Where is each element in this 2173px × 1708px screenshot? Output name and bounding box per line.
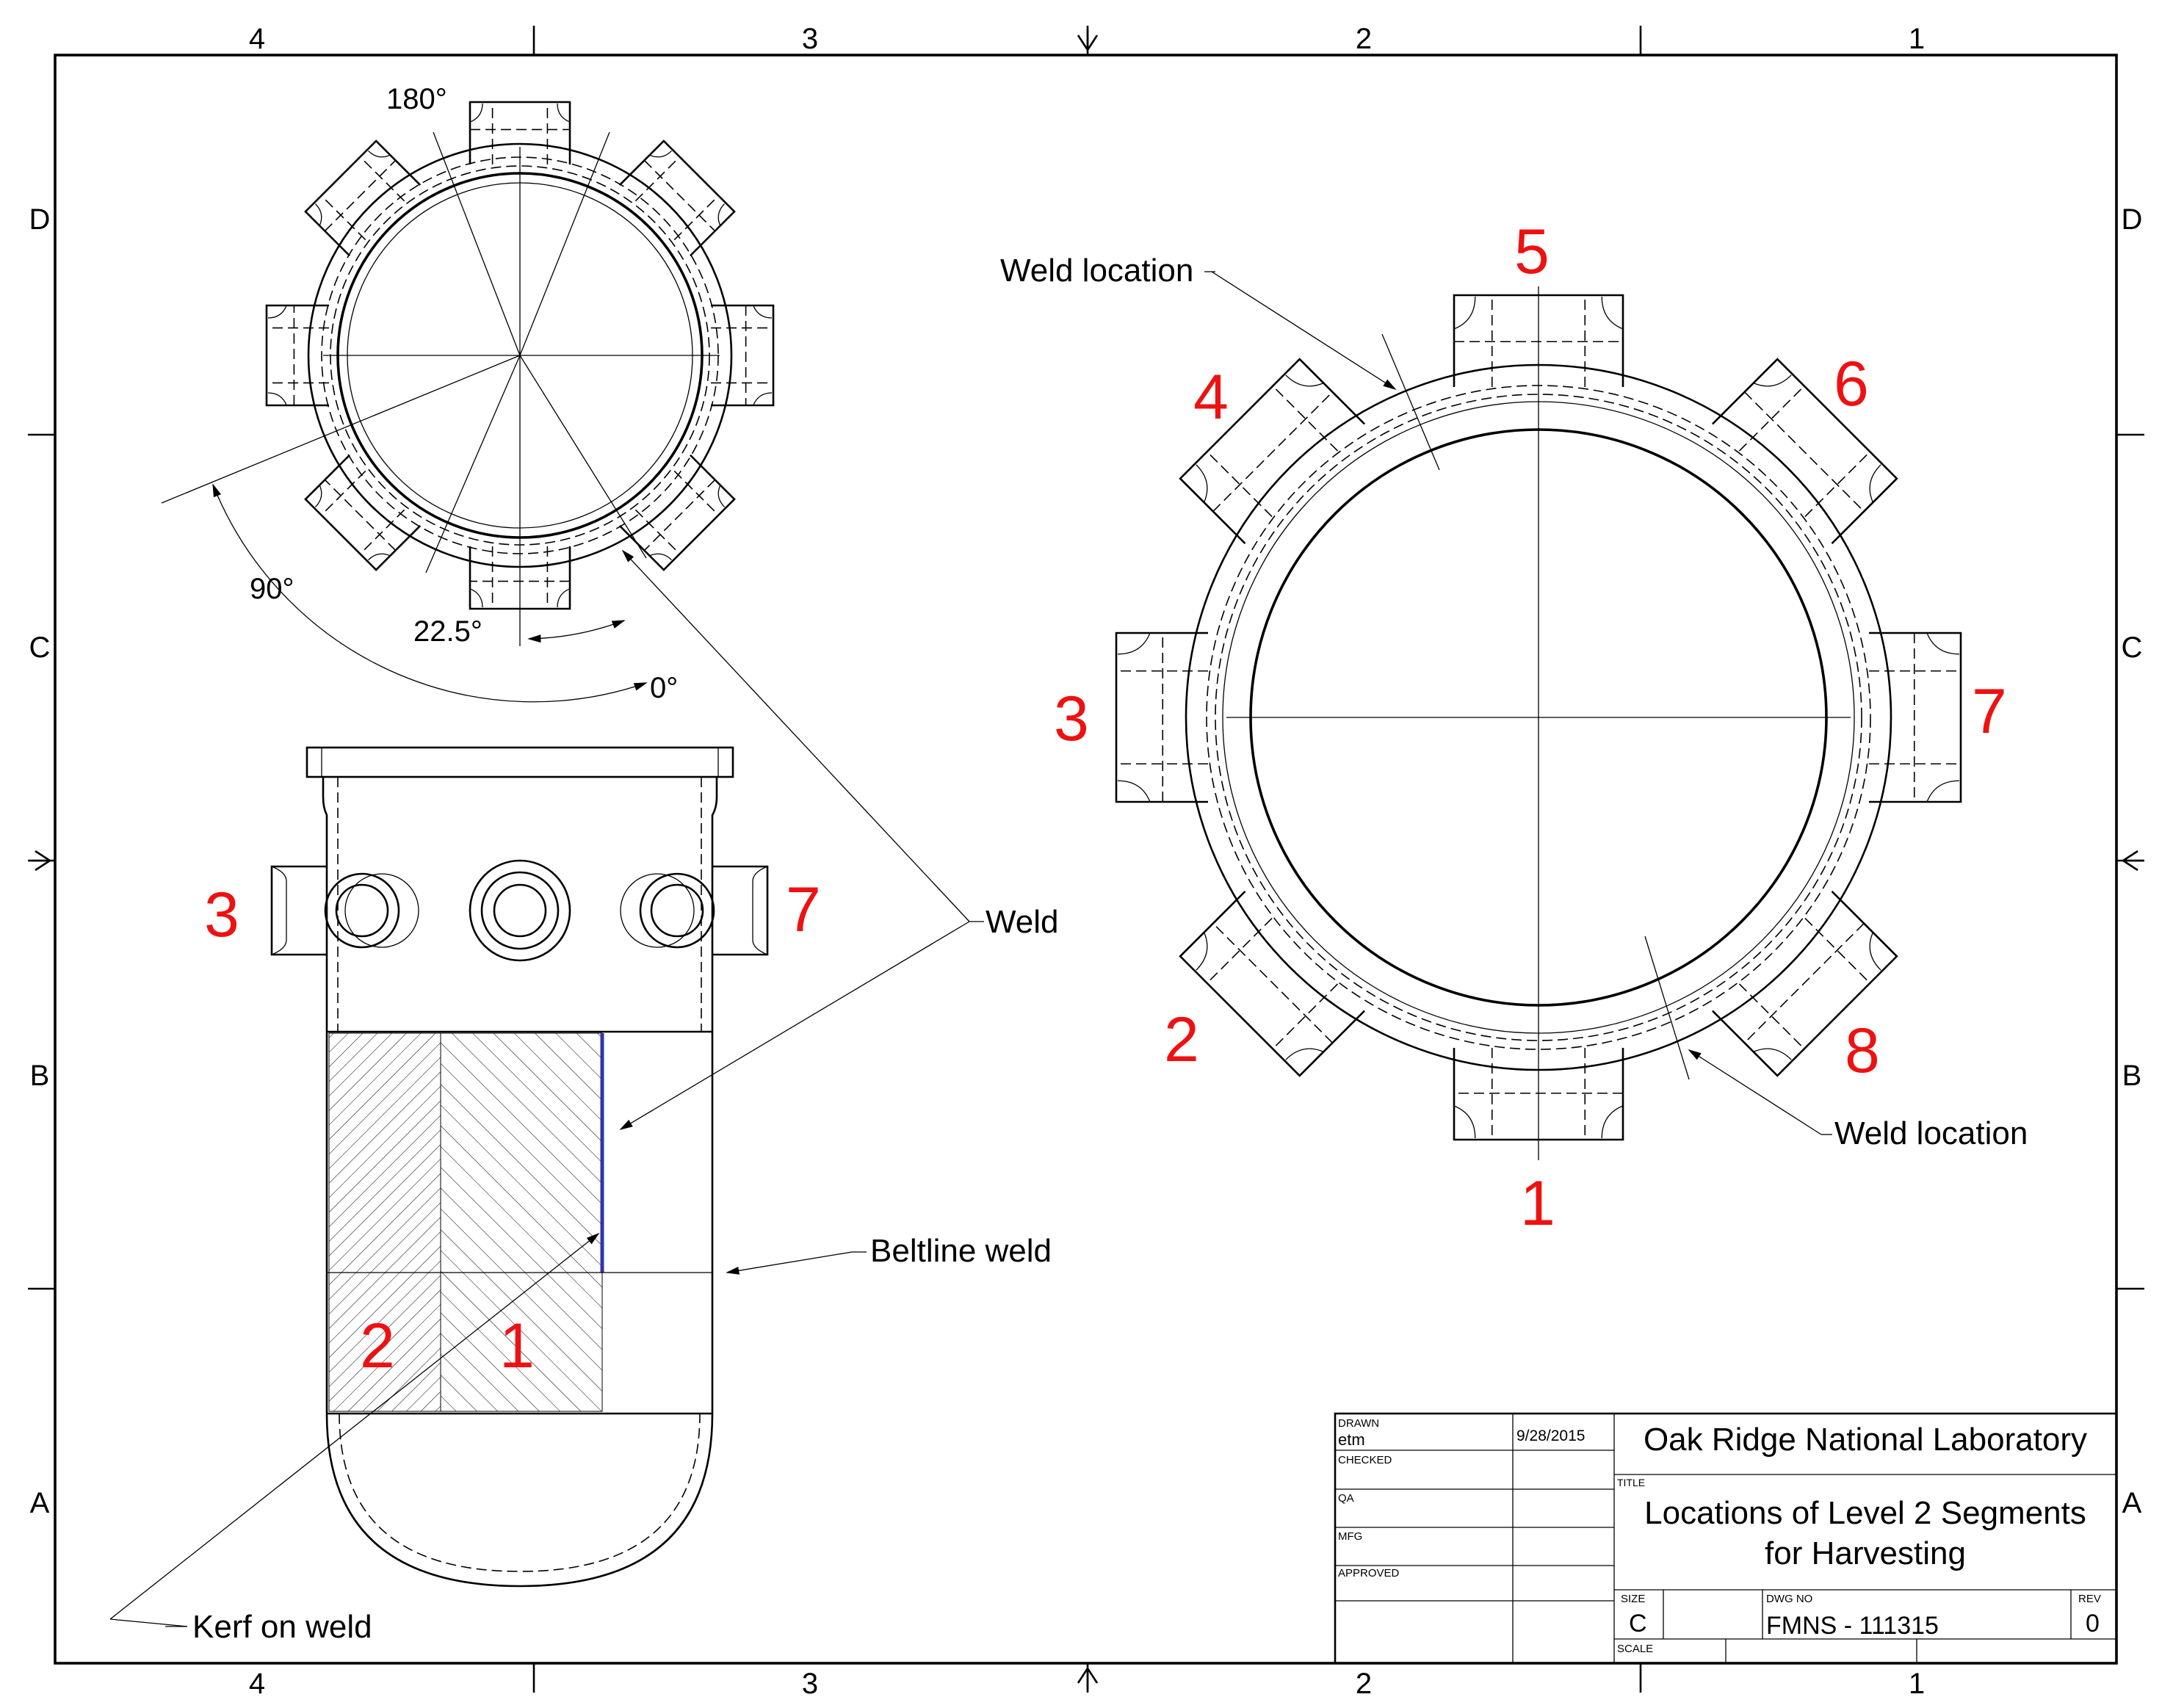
side-nozzle-left	[270, 865, 419, 956]
side-lower-shell	[325, 1032, 714, 1588]
row-left-d: D	[29, 203, 51, 236]
center-arrow-left	[29, 850, 52, 872]
plan-seg-3: 3	[1054, 684, 1089, 754]
large-nozzle	[1711, 890, 1898, 1077]
tb-dwg-no-label: DWG NO	[1766, 1593, 1812, 1605]
row-left-c: C	[29, 632, 51, 664]
tb-size-value: C	[1629, 1610, 1647, 1638]
small-nozzle	[265, 304, 329, 407]
angle-180-label: 180°	[386, 83, 447, 115]
tb-rev-value: 0	[2086, 1610, 2100, 1638]
segment-2-hatch	[328, 1032, 441, 1412]
side-segment-labels: 3 7 2 1	[204, 875, 821, 1381]
zone-bottom-3: 3	[802, 1668, 818, 1700]
side-elevation-view	[270, 746, 769, 1588]
tb-drawn-date: 9/28/2015	[1516, 1427, 1585, 1444]
sheet-border	[28, 26, 2144, 1693]
center-arrow-top	[1077, 29, 1099, 52]
plan-seg-8: 8	[1845, 1016, 1880, 1086]
angle-0-label: 0°	[650, 672, 678, 704]
tb-approved-label: APPROVED	[1338, 1567, 1400, 1579]
zone-top-4: 4	[249, 23, 265, 55]
dim-arc-90	[212, 483, 648, 703]
large-nozzle	[1179, 358, 1366, 545]
side-seg-3: 3	[204, 880, 239, 950]
zone-bottom-2: 2	[1356, 1668, 1372, 1700]
tb-title-line1: Locations of Level 2 Segments	[1644, 1495, 2086, 1531]
tb-dwg-no-value: FMNS - 111315	[1766, 1612, 1939, 1640]
plan-segment-labels: 1 2 3 4 5 6 7 8	[1054, 217, 2007, 1239]
side-seg-7: 7	[786, 875, 821, 945]
zone-top-2: 2	[1356, 23, 1372, 55]
weld-location-mark-bottom	[1644, 936, 1690, 1080]
side-nozzle-right	[620, 865, 769, 956]
zone-top-3: 3	[802, 23, 818, 55]
small-nozzle	[469, 101, 571, 164]
row-right-b: B	[2122, 1060, 2142, 1092]
zone-labels: 4 3 2 1 4 3 2 1 D C B A D C B A	[29, 23, 2143, 1700]
tb-scale-label: SCALE	[1617, 1643, 1653, 1655]
kerf-on-weld-callout: Kerf on weld	[192, 1609, 372, 1645]
row-right-d: D	[2122, 203, 2143, 236]
large-nozzle	[1115, 632, 1208, 803]
zone-top-1: 1	[1909, 23, 1925, 55]
beltline-weld-callout: Beltline weld	[870, 1233, 1052, 1269]
small-nozzle	[618, 454, 736, 571]
small-construction-lines	[161, 131, 720, 646]
tb-checked-label: CHECKED	[1338, 1454, 1392, 1466]
tb-drawn-label: DRAWN	[1338, 1417, 1379, 1430]
large-plan-view	[1115, 286, 1962, 1160]
small-nozzle	[304, 454, 422, 571]
zone-bottom-1: 1	[1909, 1668, 1925, 1700]
tb-drawn-by: etm	[1338, 1430, 1365, 1449]
small-nozzle	[304, 140, 422, 257]
weld-location-bottom-callout: Weld location	[1834, 1115, 2028, 1151]
plan-seg-7: 7	[1972, 676, 2007, 747]
row-right-a: A	[2122, 1487, 2142, 1519]
center-arrow-right	[2121, 850, 2144, 872]
leader-lines	[109, 271, 1832, 1627]
small-nozzle	[618, 140, 736, 257]
row-left-b: B	[30, 1060, 50, 1092]
side-seg-2: 2	[360, 1311, 395, 1381]
callouts: Weld Beltline weld Kerf on weld Weld loc…	[192, 253, 2028, 1645]
weld-location-top-callout: Weld location	[1000, 253, 1193, 289]
plan-seg-4: 4	[1193, 362, 1229, 433]
angle-22-label: 22.5°	[413, 615, 482, 648]
small-nozzle	[711, 304, 775, 407]
small-plan-view: 180° 90° 22.5° 0°	[161, 83, 775, 704]
segment-1-hatch	[440, 1032, 603, 1412]
tb-qa-label: QA	[1338, 1492, 1354, 1505]
row-left-a: A	[30, 1487, 50, 1519]
tb-organization: Oak Ridge National Laboratory	[1644, 1422, 2087, 1458]
tb-title-line2: for Harvesting	[1765, 1535, 1966, 1571]
side-top-flange	[305, 746, 734, 778]
zone-bottom-4: 4	[249, 1668, 265, 1700]
dim-arc-22	[527, 620, 626, 643]
row-right-c: C	[2122, 632, 2143, 664]
plan-seg-2: 2	[1164, 1005, 1199, 1075]
angle-90-label: 90°	[250, 573, 294, 605]
tb-rev-label: REV	[2078, 1593, 2101, 1605]
side-nozzle-center	[469, 859, 571, 962]
side-seg-1: 1	[499, 1311, 535, 1381]
weld-callout: Weld	[986, 904, 1058, 940]
large-nozzle	[1711, 358, 1898, 545]
weld-location-mark-top	[1381, 333, 1440, 471]
plan-seg-6: 6	[1834, 349, 1869, 419]
tb-title-label: TITLE	[1617, 1477, 1645, 1488]
tb-size-label: SIZE	[1621, 1593, 1645, 1605]
title-block: DRAWN etm 9/28/2015 CHECKED QA MFG APPRO…	[1334, 1412, 2118, 1665]
large-nozzle	[1869, 632, 1962, 803]
plan-seg-1: 1	[1520, 1168, 1555, 1239]
large-nozzle	[1179, 890, 1366, 1077]
center-arrow-bottom	[1077, 1666, 1099, 1689]
plan-seg-5: 5	[1514, 217, 1550, 287]
tb-mfg-label: MFG	[1338, 1530, 1362, 1543]
